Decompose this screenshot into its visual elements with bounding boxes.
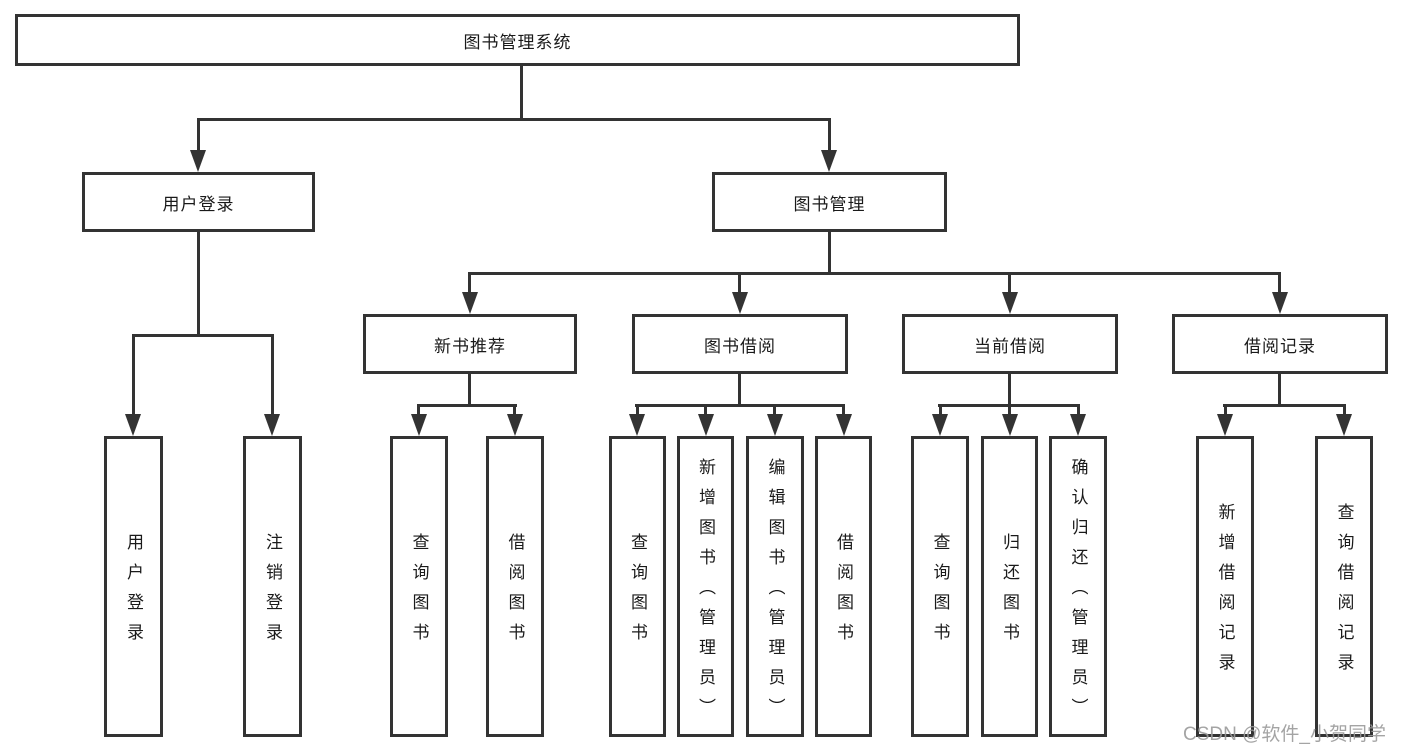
connector-book-borrow-stem bbox=[738, 374, 741, 407]
connector-leaf-drop bbox=[132, 334, 135, 418]
leaf-confirm-return-admin-label: 确认归还（管理员） bbox=[1068, 458, 1088, 728]
arrow-down-icon bbox=[821, 150, 837, 172]
leaf-query-books-recommend-label: 查询图书 bbox=[409, 533, 429, 653]
leaf-borrow-books-borrow: 借阅图书 bbox=[815, 436, 872, 737]
leaf-query-books-recommend: 查询图书 bbox=[390, 436, 448, 737]
connector-leaf-drop bbox=[1224, 404, 1227, 418]
connector-root-stem bbox=[520, 66, 523, 121]
connector-leaf-drop bbox=[939, 404, 942, 418]
leaf-user-login-label: 用户登录 bbox=[124, 533, 143, 653]
node-book-borrow-label: 图书借阅 bbox=[704, 336, 776, 356]
connector-level3-hline bbox=[468, 272, 1281, 275]
node-book-management-label: 图书管理 bbox=[793, 194, 866, 214]
connector-level3-drop bbox=[468, 272, 471, 298]
connector-current-borrow-stem bbox=[1008, 374, 1011, 407]
connector-leaf-drop bbox=[636, 404, 639, 418]
leaf-borrow-books-borrow-label: 借阅图书 bbox=[834, 533, 853, 653]
arrow-down-icon bbox=[629, 414, 645, 436]
leaf-query-borrow-record-label: 查询借阅记录 bbox=[1334, 503, 1354, 683]
leaf-add-borrow-record-label: 新增借阅记录 bbox=[1215, 503, 1235, 683]
arrow-down-icon bbox=[732, 292, 748, 314]
arrow-down-icon bbox=[836, 414, 852, 436]
leaf-edit-book-admin: 编辑图书（管理员） bbox=[746, 436, 804, 737]
leaf-return-book-label: 归还图书 bbox=[1000, 533, 1019, 653]
leaf-edit-book-admin-label: 编辑图书（管理员） bbox=[765, 458, 785, 728]
node-book-management: 图书管理 bbox=[712, 172, 947, 232]
arrow-down-icon bbox=[411, 414, 427, 436]
leaf-add-book-admin: 新增图书（管理员） bbox=[677, 436, 734, 737]
node-root: 图书管理系统 bbox=[15, 14, 1020, 66]
leaf-query-books-borrow: 查询图书 bbox=[609, 436, 666, 737]
connector-leaf-drop bbox=[842, 404, 845, 418]
node-user-login: 用户登录 bbox=[82, 172, 315, 232]
connector-book-borrow-hline bbox=[635, 404, 845, 407]
node-new-book-recommend: 新书推荐 bbox=[363, 314, 577, 374]
connector-leaf-drop bbox=[773, 404, 776, 418]
connector-level3-drop bbox=[1278, 272, 1281, 298]
connector-user-login-drop bbox=[197, 118, 200, 156]
leaf-add-book-admin-label: 新增图书（管理员） bbox=[696, 458, 715, 728]
arrow-down-icon bbox=[264, 414, 280, 436]
connector-borrow-records-hline bbox=[1223, 404, 1346, 407]
connector-level1-hline bbox=[197, 118, 831, 121]
connector-leaf-drop bbox=[1343, 404, 1346, 418]
leaf-query-books-borrow-label: 查询图书 bbox=[628, 533, 647, 653]
leaf-borrow-books-recommend-label: 借阅图书 bbox=[505, 533, 525, 653]
leaf-logout: 注销登录 bbox=[243, 436, 302, 737]
connector-level3-drop bbox=[1008, 272, 1011, 298]
arrow-down-icon bbox=[462, 292, 478, 314]
arrow-down-icon bbox=[1217, 414, 1233, 436]
arrow-down-icon bbox=[1002, 292, 1018, 314]
connector-book-mgmt-stem bbox=[828, 232, 831, 275]
leaf-logout-label: 注销登录 bbox=[263, 533, 282, 653]
arrow-down-icon bbox=[1070, 414, 1086, 436]
connector-leaf-drop bbox=[1008, 404, 1011, 418]
connector-leaf-drop bbox=[513, 404, 516, 418]
connector-recommend-stem bbox=[468, 374, 471, 407]
leaf-query-borrow-record: 查询借阅记录 bbox=[1315, 436, 1373, 737]
connector-user-login-hline bbox=[132, 334, 274, 337]
arrow-down-icon bbox=[1002, 414, 1018, 436]
arrow-down-icon bbox=[1272, 292, 1288, 314]
arrow-down-icon bbox=[507, 414, 523, 436]
leaf-query-books-current: 查询图书 bbox=[911, 436, 969, 737]
arrow-down-icon bbox=[1336, 414, 1352, 436]
arrow-down-icon bbox=[125, 414, 141, 436]
node-current-borrow-label: 当前借阅 bbox=[974, 336, 1046, 356]
arrow-down-icon bbox=[698, 414, 714, 436]
leaf-add-borrow-record: 新增借阅记录 bbox=[1196, 436, 1254, 737]
arrow-down-icon bbox=[190, 150, 206, 172]
connector-level3-drop bbox=[738, 272, 741, 298]
leaf-borrow-books-recommend: 借阅图书 bbox=[486, 436, 544, 737]
node-user-login-label: 用户登录 bbox=[162, 194, 235, 214]
arrow-down-icon bbox=[932, 414, 948, 436]
node-root-label: 图书管理系统 bbox=[463, 32, 572, 52]
leaf-query-books-current-label: 查询图书 bbox=[930, 533, 950, 653]
leaf-return-book: 归还图书 bbox=[981, 436, 1038, 737]
node-book-borrow: 图书借阅 bbox=[632, 314, 848, 374]
leaf-confirm-return-admin: 确认归还（管理员） bbox=[1049, 436, 1107, 737]
leaf-user-login: 用户登录 bbox=[104, 436, 163, 737]
connector-leaf-drop bbox=[417, 404, 420, 418]
connector-book-mgmt-drop bbox=[828, 118, 831, 156]
connector-leaf-drop bbox=[271, 334, 274, 418]
connector-user-login-stem bbox=[197, 232, 200, 337]
connector-recommend-hline bbox=[417, 404, 517, 407]
connector-leaf-drop bbox=[1077, 404, 1080, 418]
arrow-down-icon bbox=[767, 414, 783, 436]
node-current-borrow: 当前借阅 bbox=[902, 314, 1118, 374]
csdn-watermark: CSDN @软件_小贺同学 bbox=[1183, 724, 1386, 745]
node-borrow-records-label: 借阅记录 bbox=[1244, 336, 1316, 356]
node-new-book-recommend-label: 新书推荐 bbox=[434, 336, 506, 356]
connector-leaf-drop bbox=[704, 404, 707, 418]
node-borrow-records: 借阅记录 bbox=[1172, 314, 1388, 374]
connector-borrow-records-stem bbox=[1278, 374, 1281, 407]
